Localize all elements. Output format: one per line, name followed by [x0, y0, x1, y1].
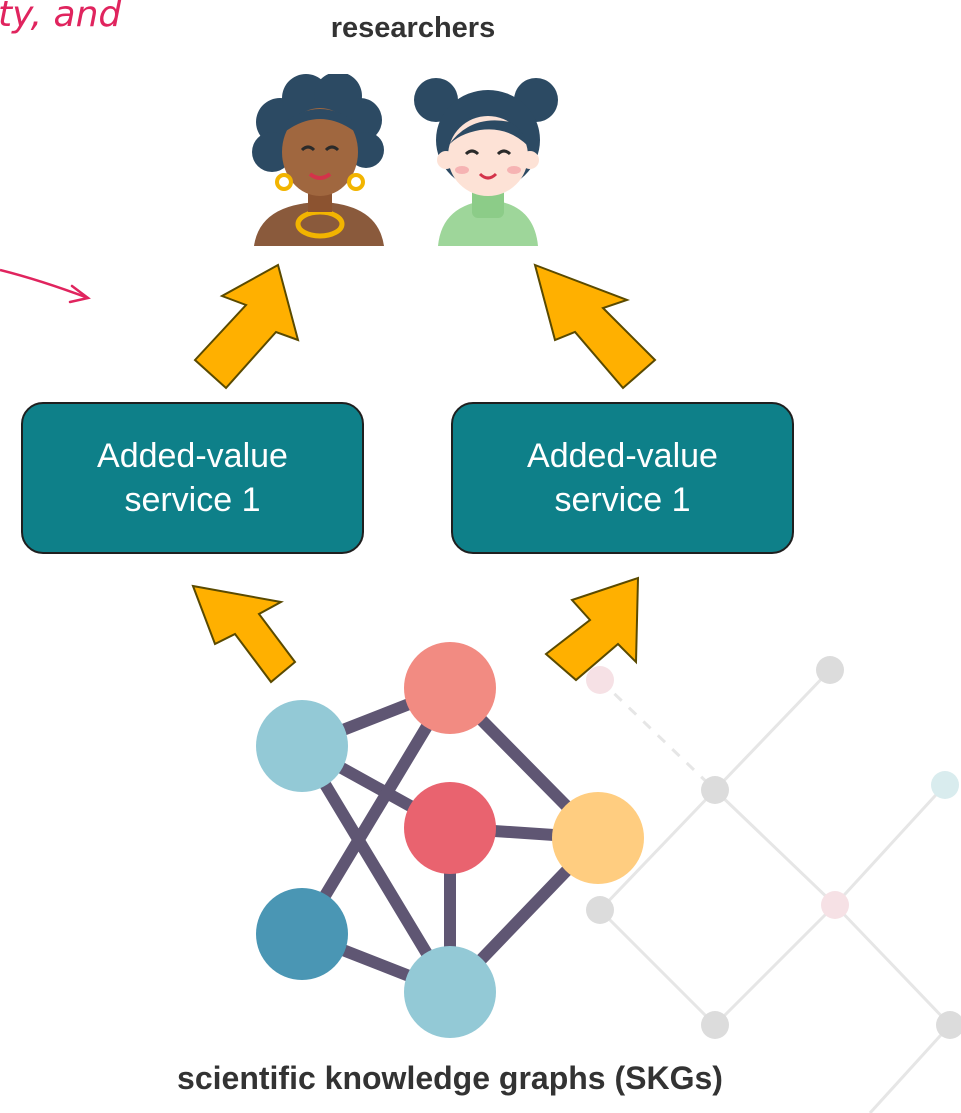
researcher-avatar-1-icon	[252, 74, 384, 246]
service-box-2-line2: service 1	[554, 481, 691, 519]
service-box-2-line1: Added-value	[527, 436, 718, 475]
up-arrow-icon	[193, 263, 300, 390]
skg-label: scientific knowledge graphs (SKGs)	[177, 1060, 723, 1096]
up-arrow-icon	[533, 263, 657, 390]
service-box-1: Added-value service 1	[21, 402, 364, 554]
up-arrow-icon	[191, 584, 297, 684]
annotation-text: ty, and	[0, 0, 122, 35]
service-box-2: Added-value service 1	[451, 402, 794, 554]
service-box-1-line2: service 1	[124, 481, 261, 519]
researchers-label: researchers	[330, 12, 496, 44]
researcher-avatar-2-icon	[414, 78, 558, 246]
knowledge-graph-icon	[256, 642, 644, 1038]
annotation-arrow-icon	[0, 268, 91, 304]
up-arrow-icon	[544, 576, 640, 682]
service-box-1-line1: Added-value	[97, 436, 288, 475]
